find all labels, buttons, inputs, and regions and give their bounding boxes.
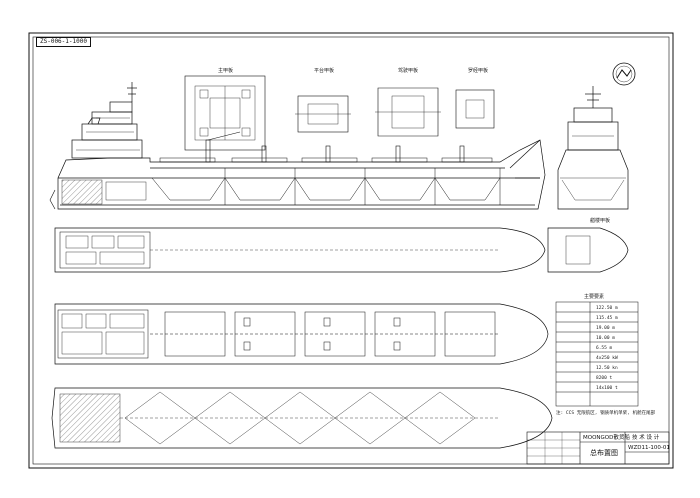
particular-value: 12.50 kn xyxy=(596,365,618,371)
deck-plan-inserts xyxy=(184,75,495,151)
drawing-reference-code: ZS-006-1-1000 xyxy=(36,37,91,47)
front-view xyxy=(557,86,629,210)
inner-border xyxy=(32,36,670,465)
title-block-drawing-no: WZD11-100-01 xyxy=(628,445,670,451)
upper-deck-plan xyxy=(54,227,629,273)
title-block-stage: 技 术 设 计 xyxy=(632,433,660,441)
view-label-platform-deck: 平台甲板 xyxy=(314,67,334,74)
tank-top-plan xyxy=(51,387,553,449)
particular-value: 6.55 m xyxy=(596,345,613,351)
particular-value: 8200 t xyxy=(596,375,613,381)
view-label-forecastle-deck: 艏楼甲板 xyxy=(590,217,610,224)
society-emblem xyxy=(612,62,636,86)
drawing-notes: 注: CCS 无限航区, 钢质单机单桨, 机舱在尾部 xyxy=(556,409,656,416)
particular-value: 4x250 kW xyxy=(596,355,618,361)
particulars-values: 122.50 m 115.45 m 19.00 m 10.00 m 6.55 m… xyxy=(596,305,618,391)
particular-value: 10.00 m xyxy=(596,335,615,341)
title-block xyxy=(526,431,670,465)
title-block-drawing-name: 总布置图 xyxy=(590,448,618,457)
view-label-compass-deck: 罗经甲板 xyxy=(468,67,488,74)
profile-view xyxy=(49,82,546,210)
particular-value: 115.45 m xyxy=(596,315,618,321)
view-label-bridge-deck: 驾驶甲板 xyxy=(398,67,418,74)
main-deck-plan xyxy=(54,303,549,365)
outer-border xyxy=(28,32,674,469)
view-labels: 主甲板 平台甲板 驾驶甲板 罗经甲板 xyxy=(218,67,488,74)
view-label-main-deck: 主甲板 xyxy=(218,67,233,74)
principal-particulars xyxy=(555,301,639,407)
particular-value: 122.50 m xyxy=(596,305,618,311)
particular-value: 14x100 t xyxy=(596,385,618,391)
particulars-title: 主要要素 xyxy=(584,293,604,300)
particular-value: 19.00 m xyxy=(596,325,615,331)
title-block-project: MOONGOD散货船 xyxy=(583,433,630,441)
